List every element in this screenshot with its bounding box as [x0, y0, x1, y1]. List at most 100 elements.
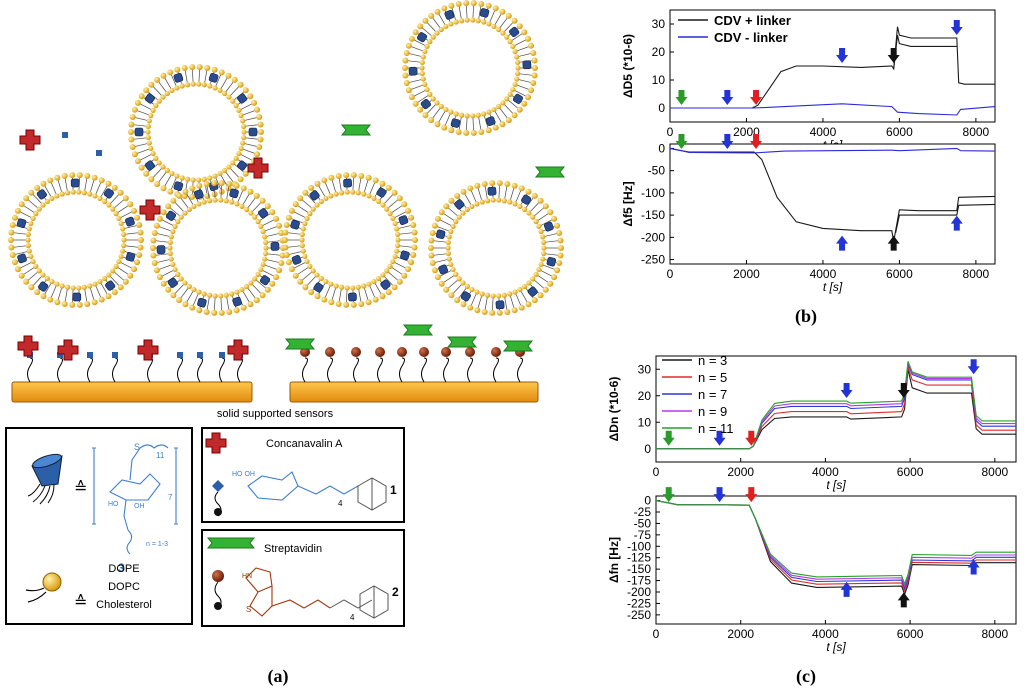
- lipid-head: [496, 103, 502, 110]
- tether: [87, 357, 93, 383]
- lipid-head: [259, 197, 266, 204]
- host-cone: [36, 189, 47, 200]
- series-line: [893, 35, 957, 69]
- lipid-head: [412, 29, 419, 36]
- lipid-head: [417, 106, 424, 113]
- lipid-tail: [247, 197, 256, 209]
- lipid-tail: [133, 137, 147, 140]
- lipid-tail: [544, 233, 558, 237]
- biotin-head: [441, 347, 451, 357]
- lipid-head: [556, 259, 563, 266]
- lipid-head: [254, 106, 261, 113]
- lipid-tail: [110, 193, 120, 204]
- lipid-head: [358, 301, 365, 308]
- lipid-head: [196, 177, 202, 183]
- host-cone: [173, 181, 184, 192]
- x-tick-label: 8000: [981, 627, 1008, 641]
- lipid-head: [395, 237, 401, 243]
- lipid-head: [448, 261, 454, 268]
- lipid-head: [551, 274, 558, 281]
- lipid-head: [420, 76, 426, 82]
- lipid-head: [91, 299, 98, 306]
- lipid-head: [335, 301, 342, 308]
- lipid-tail: [426, 104, 436, 115]
- lipid-head: [154, 76, 161, 83]
- lipid-head: [185, 82, 191, 88]
- lipid-head: [69, 301, 76, 308]
- lipid-head: [547, 209, 554, 216]
- lipid-head: [98, 177, 105, 184]
- lipid-head: [310, 206, 316, 212]
- lipid-head: [402, 72, 409, 79]
- injection-arrow: [950, 215, 963, 231]
- lipid-tail: [388, 271, 399, 281]
- lipid-tail: [267, 240, 281, 243]
- lipid-head: [434, 274, 441, 281]
- lipid-tail: [32, 193, 42, 204]
- lipid-tail: [240, 103, 253, 110]
- lipid-head: [379, 293, 386, 300]
- host-cone: [420, 98, 431, 110]
- y-axis-label: Δfn [Hz]: [607, 537, 621, 583]
- lipid-head: [448, 228, 454, 235]
- injection-arrow: [967, 559, 980, 575]
- lipid-tail: [23, 267, 35, 275]
- lipid-head: [422, 81, 428, 88]
- lipid-head: [441, 124, 448, 131]
- lipid-tail: [266, 233, 280, 237]
- lipid-tail: [225, 171, 234, 183]
- x-tick-label: 8000: [981, 465, 1008, 479]
- lipid-head: [167, 250, 173, 257]
- lipid-head: [438, 209, 445, 216]
- lipid-tail: [293, 262, 306, 269]
- host-cone: [460, 291, 471, 302]
- lipid-head: [169, 170, 175, 177]
- lipid-head: [438, 26, 444, 33]
- tether: [112, 357, 118, 383]
- lipid-head: [507, 39, 513, 45]
- lipid-tail: [206, 297, 210, 311]
- lipid-head: [384, 268, 390, 274]
- biotin-head: [375, 347, 385, 357]
- lipid-tail: [155, 253, 169, 256]
- lipid-head: [394, 248, 400, 254]
- lipid-head: [288, 207, 295, 214]
- lipid-tail: [230, 168, 240, 179]
- lipid-head: [238, 145, 244, 152]
- lipid-head: [541, 239, 547, 246]
- lipid-head: [430, 34, 436, 40]
- lipid-head: [521, 29, 528, 36]
- lipid-head: [255, 219, 261, 225]
- x-tick-label: 2000: [733, 267, 760, 281]
- lipid-head: [229, 199, 235, 205]
- lipid-head: [453, 111, 459, 117]
- lipid-head: [176, 192, 183, 199]
- lipid-head: [110, 268, 116, 274]
- lipid-head: [307, 263, 313, 269]
- vesicle: [128, 64, 264, 200]
- host-cone: [454, 199, 465, 210]
- lipid-head: [512, 81, 518, 88]
- tether: [302, 357, 308, 383]
- lipid-head: [538, 228, 544, 235]
- series-line: [669, 147, 996, 242]
- host-cone: [197, 297, 207, 308]
- lipid-tail: [156, 259, 170, 263]
- lipid-head: [417, 23, 424, 30]
- lipid-tail: [504, 185, 508, 199]
- lipid-head: [390, 258, 396, 265]
- lipid-head: [422, 17, 429, 24]
- lipid-head: [445, 239, 451, 246]
- x-tick-label: 4000: [810, 267, 837, 281]
- lipid-head: [496, 197, 502, 203]
- injection-arrow: [950, 20, 963, 35]
- lipid-tail: [213, 297, 216, 311]
- lipid-head: [233, 103, 239, 109]
- lipid-head: [403, 79, 410, 86]
- tether: [27, 357, 33, 383]
- lipid-tail: [125, 245, 139, 248]
- lipid-head: [186, 206, 192, 213]
- lipid-head: [507, 291, 513, 297]
- y-tick-label: -125: [627, 551, 651, 565]
